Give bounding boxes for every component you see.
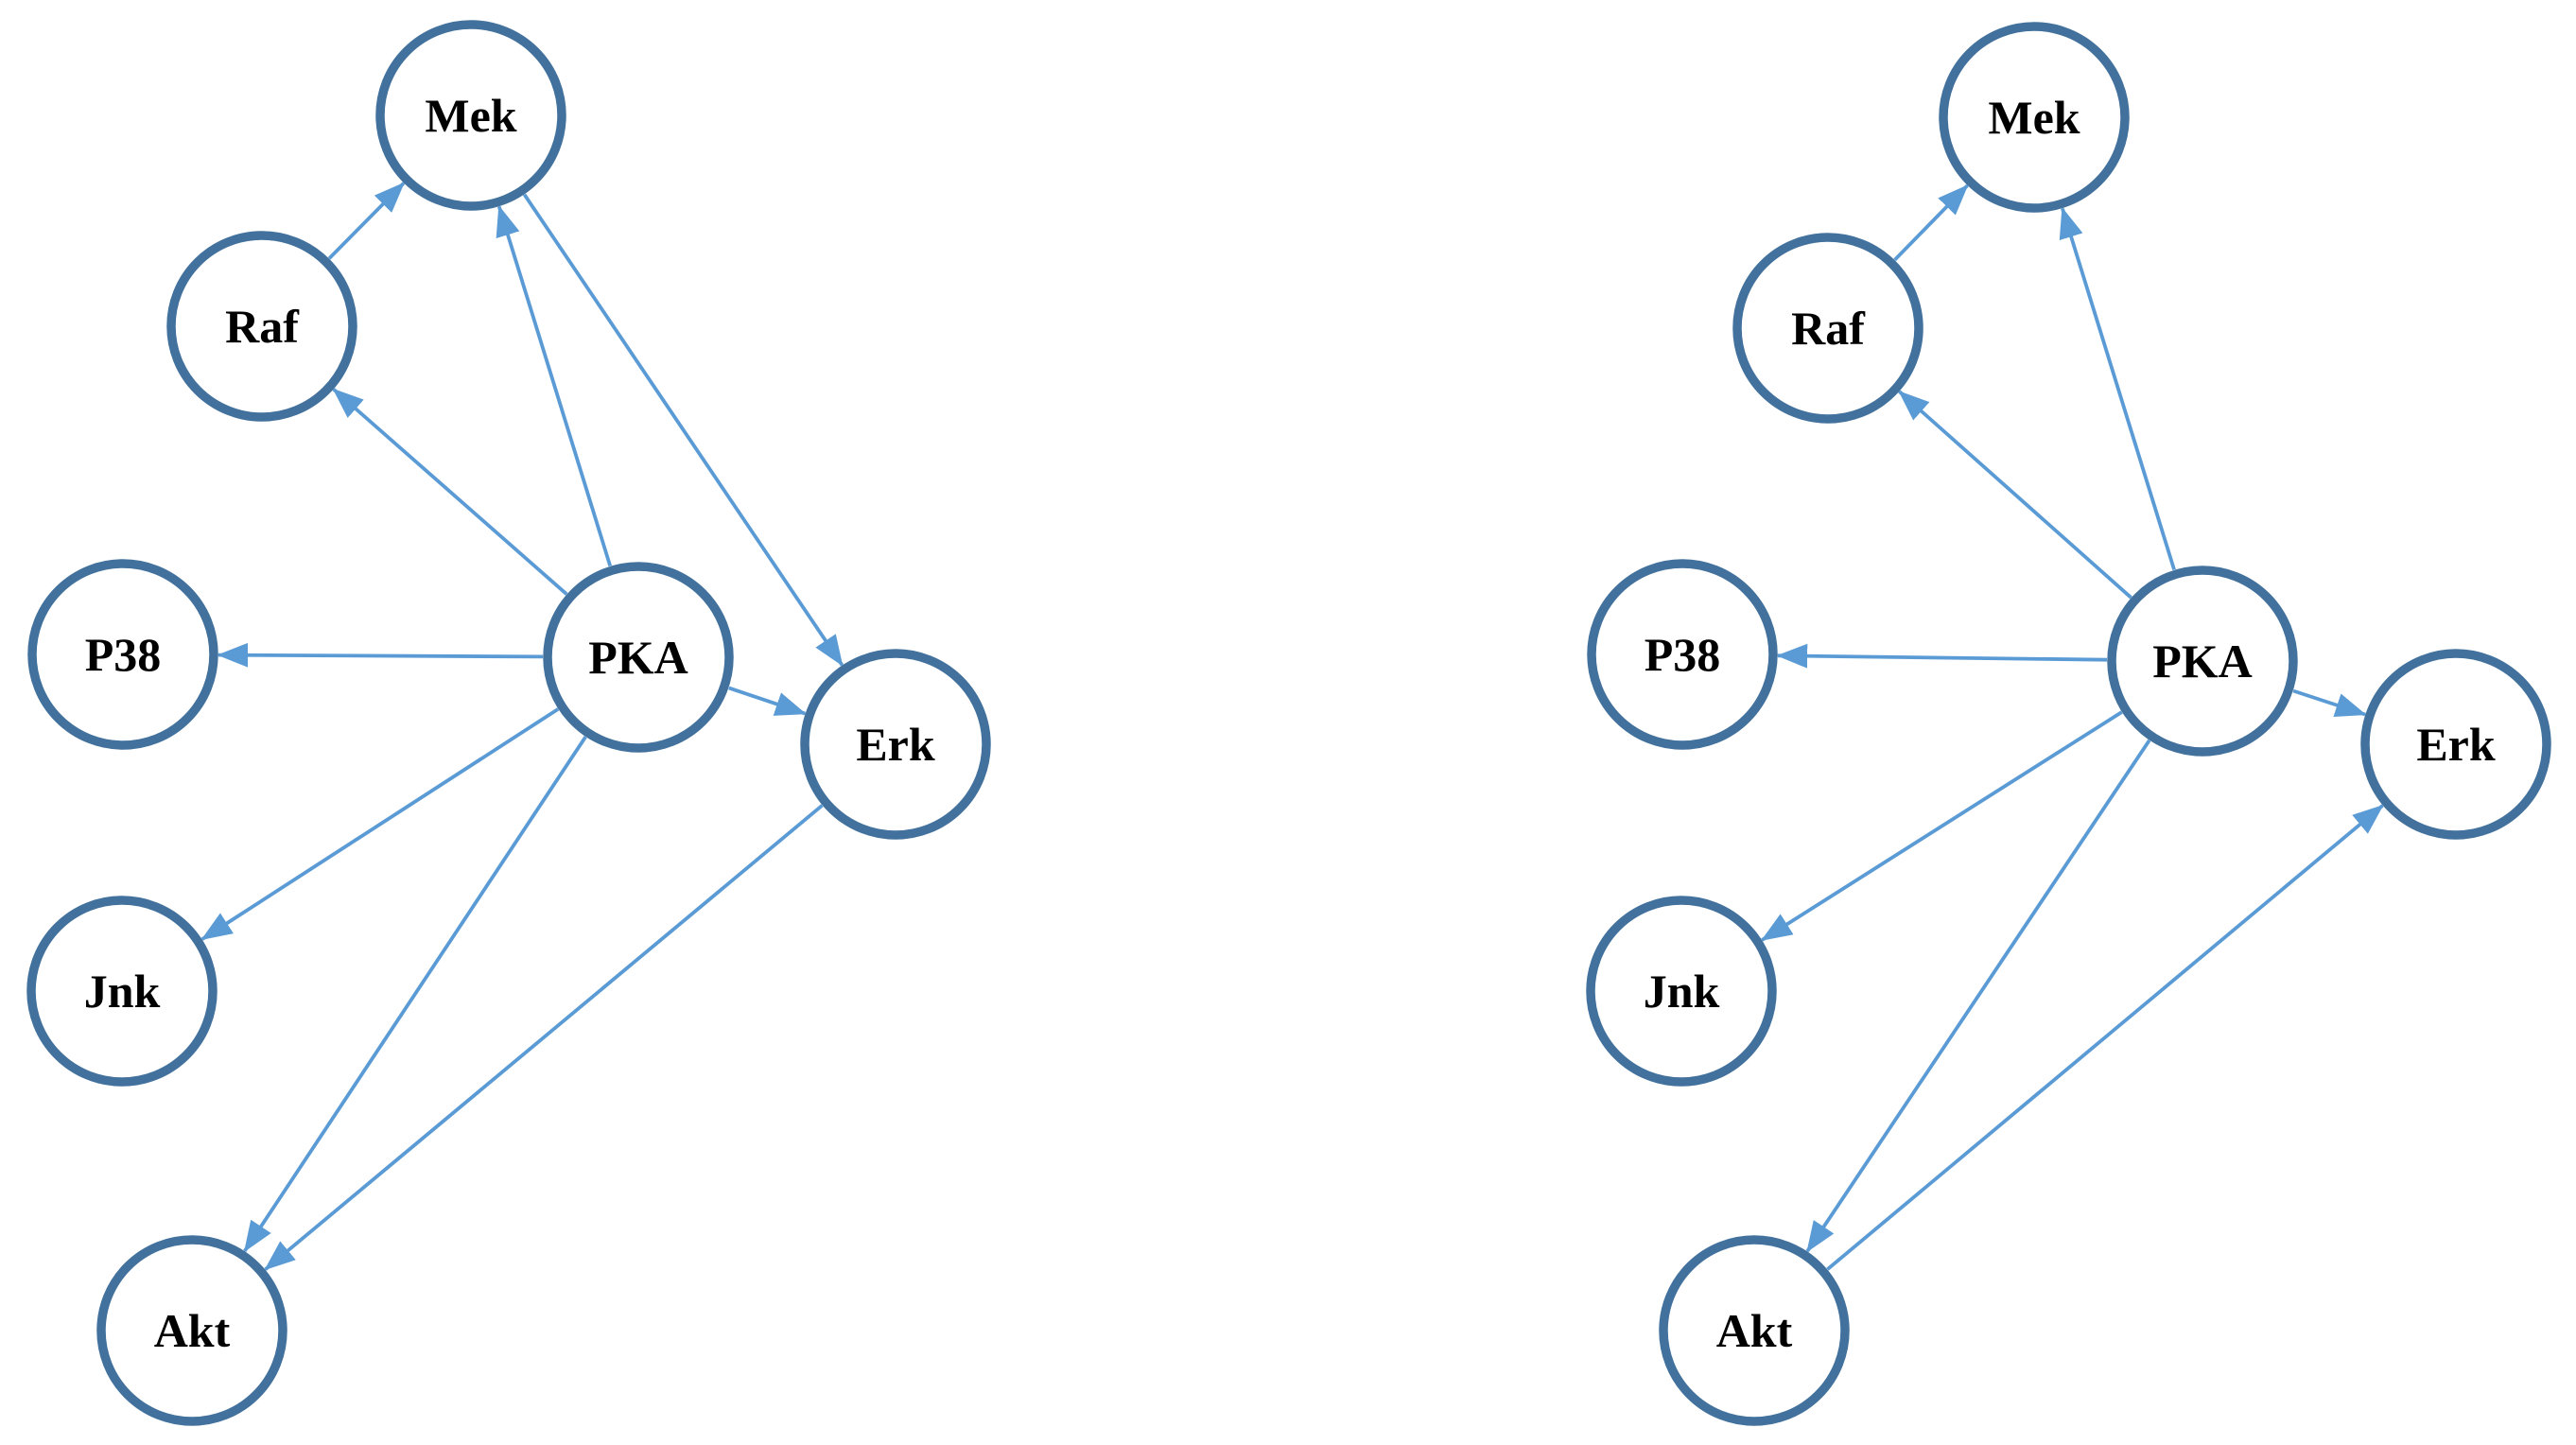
edge-raf-to-mek	[1893, 183, 1969, 262]
edge-pka-to-p38	[1776, 643, 2108, 669]
node-circle-mek	[375, 20, 566, 211]
node-pka: PKA	[543, 562, 734, 753]
edge-pka-to-raf	[1898, 390, 2132, 600]
node-circle-mek	[1939, 22, 2130, 213]
node-raf: Raf	[166, 231, 357, 422]
node-circle-jnk	[26, 896, 218, 1087]
edge-raf-to-mek	[327, 182, 406, 260]
edge-pka-to-jnk	[200, 707, 560, 941]
edge-erk-to-akt	[264, 804, 824, 1271]
node-mek: Mek	[375, 20, 566, 211]
node-erk: Erk	[2360, 649, 2551, 840]
node-pka: PKA	[2107, 566, 2298, 757]
node-circle-erk	[2360, 649, 2551, 840]
edge-pka-to-mek	[496, 205, 613, 567]
node-jnk: Jnk	[26, 896, 218, 1087]
node-circle-pka	[2107, 566, 2298, 757]
node-label-jnk: Jnk	[84, 965, 161, 1018]
node-label-p38: P38	[1645, 628, 1721, 681]
node-akt: Akt	[1659, 1235, 1850, 1426]
node-circle-p38	[27, 559, 218, 750]
edge-mek-to-erk	[522, 193, 844, 667]
edge-pka-to-erk	[728, 686, 807, 716]
node-label-jnk: Jnk	[1644, 965, 1720, 1018]
edge-pka-to-mek	[2059, 207, 2176, 571]
node-circle-akt	[96, 1235, 287, 1426]
node-label-raf: Raf	[225, 300, 300, 353]
edge-pka-to-akt	[1805, 739, 2151, 1253]
node-label-raf: Raf	[1791, 302, 1866, 355]
edge-pka-to-raf	[332, 388, 568, 596]
node-label-pka: PKA	[2152, 635, 2253, 688]
node-p38: P38	[1587, 559, 1778, 750]
node-label-pka: PKA	[588, 631, 688, 684]
node-circle-akt	[1659, 1235, 1850, 1426]
node-raf: Raf	[1732, 233, 1923, 424]
node-label-mek: Mek	[1988, 91, 2080, 144]
edge-akt-to-erk	[1826, 804, 2384, 1271]
edge-pka-to-jnk	[1761, 710, 2123, 942]
node-circle-erk	[800, 649, 991, 840]
node-circle-raf	[166, 231, 357, 422]
node-mek: Mek	[1939, 22, 2130, 213]
left-network-edges	[200, 182, 844, 1271]
node-label-akt: Akt	[154, 1304, 231, 1357]
node-circle-jnk	[1586, 896, 1777, 1087]
node-jnk: Jnk	[1586, 896, 1777, 1087]
edge-pka-to-p38	[217, 642, 544, 668]
node-label-mek: Mek	[425, 89, 516, 142]
node-p38: P38	[27, 559, 218, 750]
node-label-erk: Erk	[856, 718, 935, 771]
node-label-erk: Erk	[2416, 718, 2496, 771]
edge-pka-to-akt	[243, 736, 587, 1253]
node-erk: Erk	[800, 649, 991, 840]
right-network-edges	[1761, 183, 2384, 1271]
node-akt: Akt	[96, 1235, 287, 1426]
node-circle-pka	[543, 562, 734, 753]
edge-pka-to-erk	[2292, 688, 2367, 718]
node-circle-p38	[1587, 559, 1778, 750]
node-label-p38: P38	[85, 628, 162, 681]
node-circle-raf	[1732, 233, 1923, 424]
node-label-akt: Akt	[1716, 1304, 1793, 1357]
